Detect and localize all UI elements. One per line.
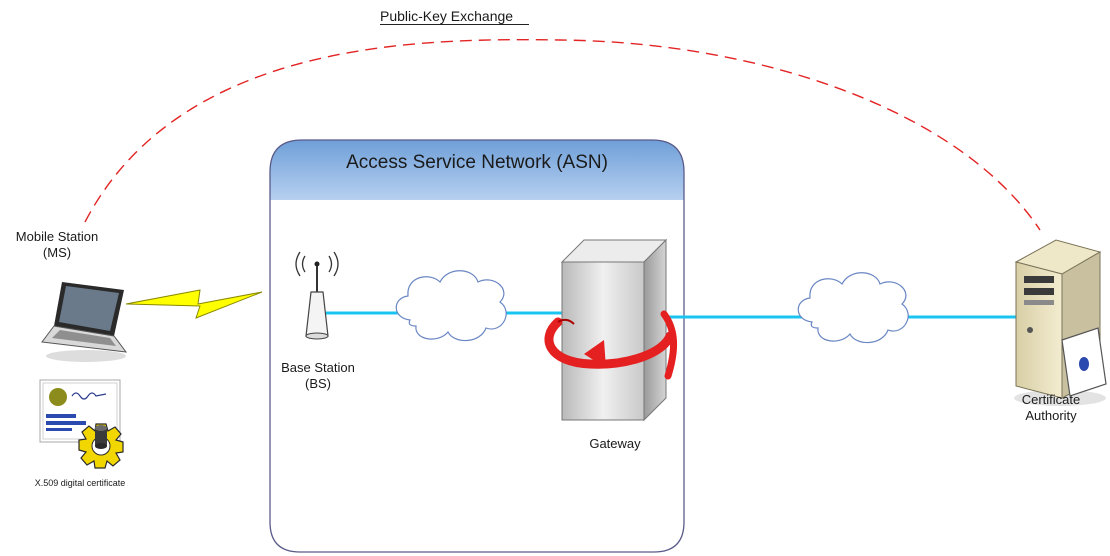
- server-icon: [560, 238, 668, 422]
- mobile-station-label: Mobile Station (MS): [15, 229, 99, 260]
- antenna-icon: [295, 251, 339, 340]
- certificate-caption: X.509 digital certificate: [34, 478, 126, 488]
- certificate-authority-label: Certificate Authority: [1021, 392, 1081, 423]
- gateway-label: Gateway: [589, 436, 641, 451]
- certificate-icon: [1061, 327, 1107, 397]
- base-station-label: Base Station (BS): [281, 360, 355, 391]
- rotate-arrow-icon: [544, 310, 678, 380]
- server-icon: [1014, 239, 1106, 406]
- asn-container: [269, 139, 685, 553]
- cloud-icon: [797, 272, 909, 344]
- asn-title: Access Service Network (ASN): [346, 152, 608, 173]
- cloud-icon: [395, 270, 507, 342]
- laptop-icon: [41, 282, 128, 362]
- public-key-exchange-arc: [84, 38, 1041, 231]
- diagram-title: Public-Key Exchange: [380, 8, 620, 25]
- lightning-icon: [125, 289, 263, 319]
- certificate-icon: [39, 379, 121, 443]
- gear-icon: [78, 423, 124, 469]
